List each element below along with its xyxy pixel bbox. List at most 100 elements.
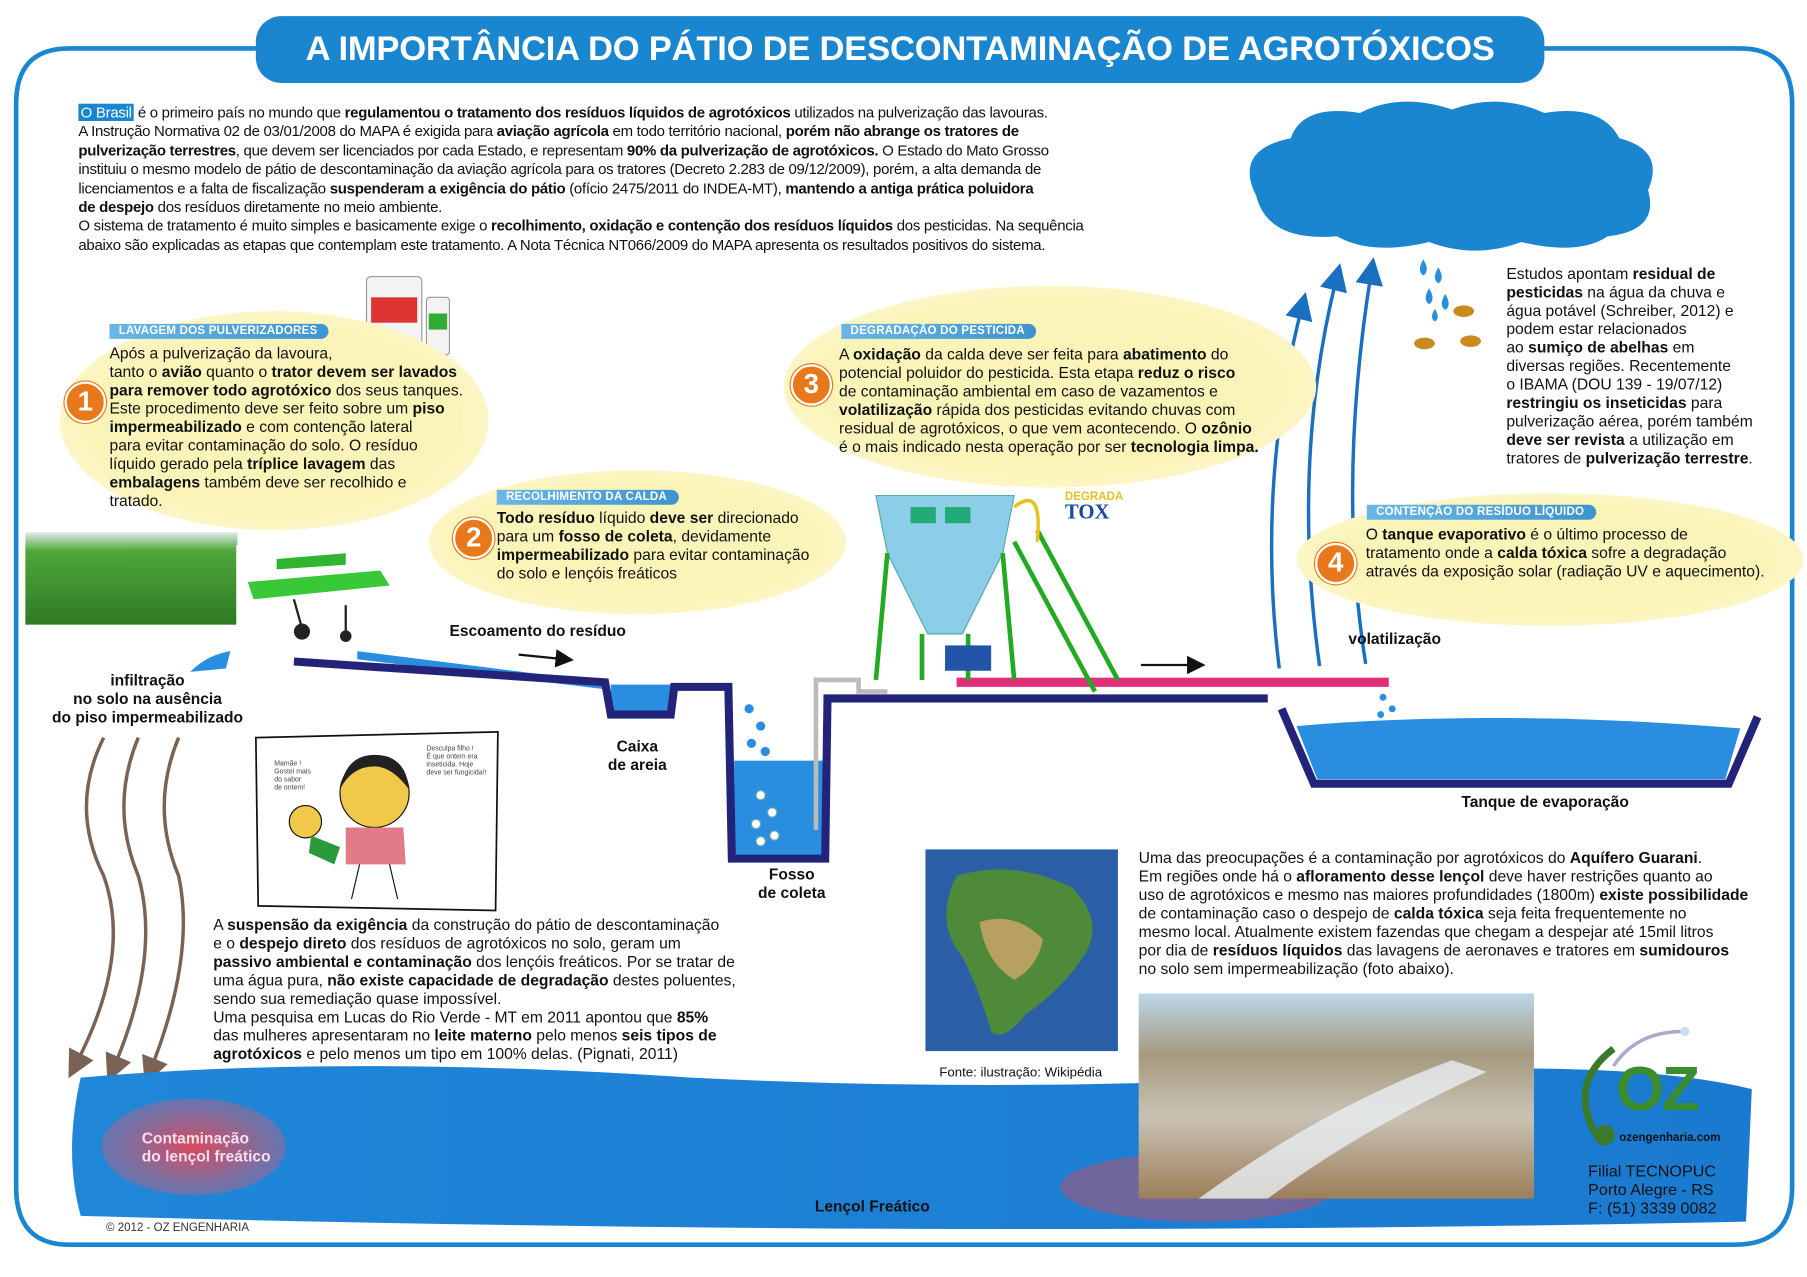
highlight-text: O Brasil [78,103,134,122]
infiltration-puddle [190,651,231,672]
company-website[interactable]: ozengenharia.com [1619,1131,1721,1145]
text-segment: , devidamente [672,527,772,546]
text-segment: e o [213,934,240,952]
bold-text: tanque evaporativo [1382,525,1526,543]
text-line: Uma pesquisa em Lucas do Rio Verde - MT … [213,1008,736,1026]
contact-line: Porto Alegre - RS [1588,1180,1714,1199]
text-segment: (ofício 2475/2011 do INDEA-MT), [565,179,786,197]
text-segment: sofre a degradação [1586,543,1727,562]
text-segment: líquido [594,509,650,527]
bold-text: agrotóxicos [213,1045,303,1063]
text-segment: mesmo local. Atualmente existem fazendas… [1138,923,1714,941]
text-line: das mulheres apresentaram no leite mater… [213,1027,736,1045]
text-segment: dos seus tanques. [331,381,464,399]
text-segment: através da exposição solar (radiação UV … [1365,562,1765,580]
text-segment: diversas regiões. Recentemente [1506,357,1732,375]
bold-text: para remover todo agrotóxico [109,381,332,399]
text-segment: podem estar relacionados [1506,320,1687,338]
evaporation-tank-label: Tanque de evaporação [1461,792,1629,811]
text-segment: O sistema de tratamento é muito simples … [78,217,492,235]
infiltration-label-line: no solo na ausência [73,690,222,708]
text-segment: da calda deve ser feita para [920,345,1123,364]
text-line: passivo ambiental e contaminação dos len… [213,953,736,971]
poster-border [13,46,1795,1248]
contamination-label-line: Contaminação [141,1129,249,1147]
text-line: potencial poluidor do pesticida. Esta et… [839,364,1259,382]
child-speech-bubble: Mamãe ! Gostei mais do sabor de ontem! [274,761,311,793]
infiltration-label-line: do piso impermeabilizado [51,708,244,727]
text-segment: O Estado do Mato Grosso [878,141,1049,159]
bold-text: tecnologia limpa. [1130,437,1259,456]
speech-line: do sabor [274,776,302,784]
bold-text: existe possibilidade [1599,886,1749,904]
cloud-icon [1249,101,1653,251]
bold-text: 90% da pulverização de agrotóxicos. [626,141,879,159]
speech-line: É que ontem era [426,753,478,761]
text-segment: das mulheres apresentaram no [213,1026,435,1045]
text-segment: no solo sem impermeabilização (foto abai… [1138,960,1454,978]
text-line: mesmo local. Atualmente existem fazendas… [1139,923,1749,941]
evaporation-tank-water [1296,717,1741,780]
text-segment: A Instrução Normativa 02 de 03/01/2008 d… [78,122,497,140]
text-line: volatilização rápida dos pesticidas evit… [839,401,1259,419]
text-line: A suspensão da exigência da construção d… [213,916,736,934]
speech-line: Gostei mais [274,768,311,776]
text-segment: e pelo menos um tipo em 100% delas. (Pig… [302,1045,678,1063]
infiltration-label: infiltração no solo na ausência do piso … [44,672,251,727]
text-segment: sendo sua remediação quase impossível. [213,989,502,1008]
environmental-liability-text: A suspensão da exigência da construção d… [213,916,736,1064]
text-line: por dia de resíduos líquidos das lavagen… [1139,942,1749,960]
text-segment: tratamento onde a [1365,543,1498,562]
contaminated-soil-photo [1138,993,1534,1199]
text-line: pulverização aérea, porém também [1506,413,1752,431]
bold-text: suspensão da exigência [227,916,408,934]
evaporation-tank [1277,707,1762,788]
bold-text: pesticidas [1506,283,1583,301]
guarani-aquifer-text: Uma das preocupações é a contaminação po… [1139,849,1749,978]
volatilization-label: volatilização [1348,630,1441,648]
text-segment: instituiu o mesmo modelo de pátio de des… [78,160,1042,178]
text-segment: água potável (Schreiber, 2012) e [1506,301,1734,320]
text-segment: em todo território nacional, [608,122,786,140]
bold-text: regulamentou o tratamento dos resíduos l… [344,103,791,122]
map-caption: Fonte: ilustração: Wikipédia [939,1066,1103,1080]
collection-pit-label: Fosso de coleta [743,866,840,903]
text-segment: em [1668,338,1695,357]
bold-text: embalagens [109,473,201,491]
text-line: restringiu os inseticidas para [1506,394,1752,412]
text-segment: deve haver restrições quanto ao [1484,867,1713,886]
text-segment: de contaminação ambiental em caso de vaz… [839,382,1218,400]
text-line: pulverização terrestres, que devem ser l… [78,142,1083,161]
degradatox-ozone-reactor-image [873,494,1120,693]
text-segment: dos resíduos diretamente no meio ambient… [153,198,443,216]
step-4-tag: CONTENÇÃO DO RESÍDUO LÍQUIDO [1366,504,1596,520]
step-1-number: 1 [64,381,107,423]
bold-text: Aquífero Guarani [1569,849,1698,867]
speech-line: deve ser fungicida!! [426,769,487,777]
sand-box-label-line: Caixa [616,737,659,755]
bold-text: avião [161,363,202,381]
contact-phone: F: (51) 3339 0082 [1588,1198,1717,1218]
text-segment: por dia de [1138,941,1213,959]
text-segment: quanto o [201,363,272,381]
text-segment: pulverização aérea, porém também [1506,412,1753,430]
text-segment: e com contenção lateral [241,418,413,436]
ground-floor-line [293,657,1268,863]
degradatox-logo-line: TOX [1064,500,1110,524]
text-line: tratamento onde a calda tóxica sofre a d… [1366,544,1765,562]
text-line: Todo resíduo líquido deve ser direcionad… [497,509,810,527]
text-segment: A [839,345,853,364]
bold-text: fosso de coleta [558,527,673,546]
sand-box-water [610,684,671,715]
text-line: O tanque evaporativo é o último processo… [1366,526,1765,544]
oz-logo-text: OZ [1615,1054,1700,1124]
text-segment: Em regiões onde há o [1138,867,1297,886]
text-line: sendo sua remediação quase impossível. [213,990,736,1008]
text-segment: tratado. [109,492,163,510]
text-line: O sistema de tratamento é muito simples … [78,217,1083,236]
bold-text: recolhimento, oxidação e contenção dos r… [491,217,893,235]
text-segment: dos resíduos de agrotóxicos no solo, ger… [346,934,681,952]
text-segment: . [1697,849,1703,867]
